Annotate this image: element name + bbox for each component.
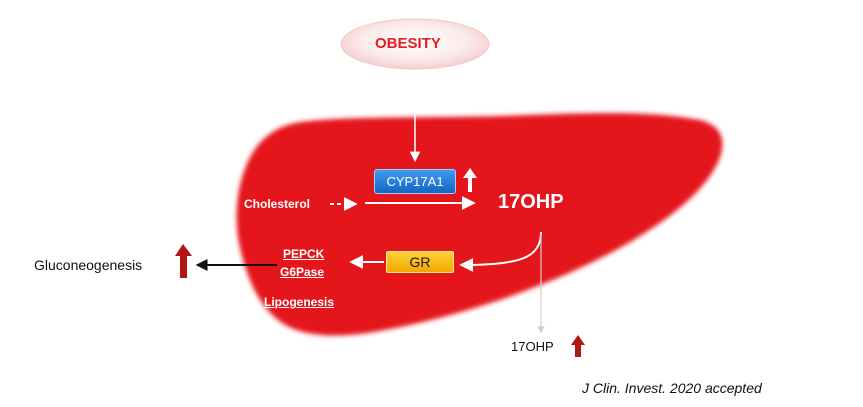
arrow-up-icon: [463, 168, 477, 192]
gr-label: GR: [409, 254, 431, 270]
cyp17a1-label: CYP17A1: [386, 174, 444, 189]
serum-17ohp-label: 17OHP: [511, 339, 554, 354]
citation-text: J Clin. Invest. 2020 accepted: [582, 380, 762, 396]
gluconeogenesis-label: Gluconeogenesis: [34, 257, 143, 273]
gr-box: GR: [386, 251, 454, 273]
liver-shape: [236, 113, 723, 336]
cyp17a1-box: CYP17A1: [374, 169, 456, 194]
17ohp-label: 17OHP: [498, 191, 564, 213]
arrow-up-icon: [175, 244, 192, 278]
cholesterol-label: Cholesterol: [244, 197, 311, 211]
arrow-left-icon: [459, 231, 542, 272]
arrow-up-icon: [571, 335, 585, 357]
lipogenesis-label: Lipogenesis: [264, 295, 335, 309]
obesity-bubble: [340, 18, 490, 70]
pepck-label: PEPCK: [283, 247, 325, 261]
obesity-label: OBESITY: [375, 35, 441, 52]
g6pase-label: G6Pase: [280, 265, 325, 279]
